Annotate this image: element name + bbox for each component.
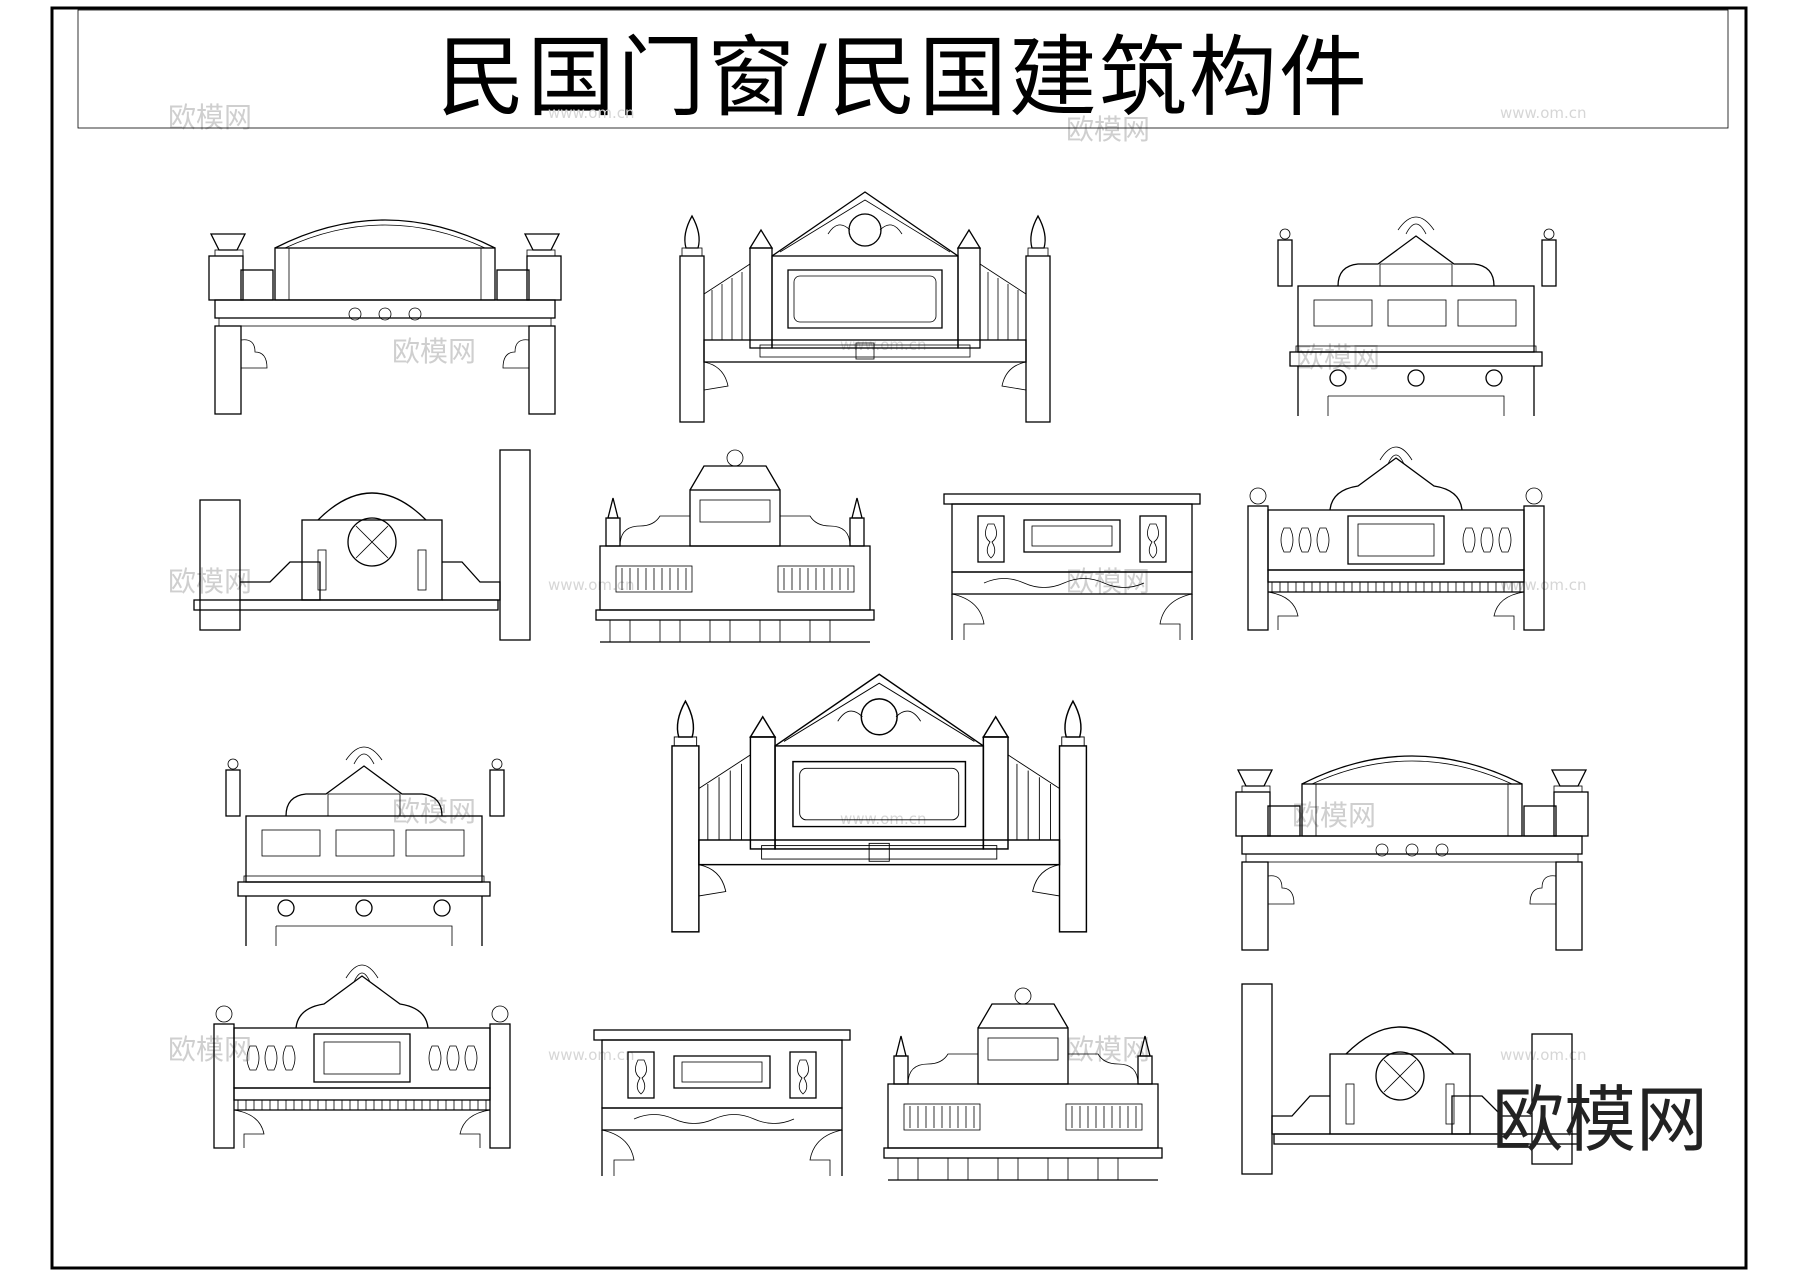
pediment-bench-drawing <box>671 673 1088 933</box>
site-logo: 欧模网 <box>1491 1078 1708 1162</box>
scroll-crest-bench-drawing <box>595 449 875 643</box>
title-band <box>77 9 1729 129</box>
drawing-title: 民国门窗/民国建筑构件 <box>437 26 1369 129</box>
shell-crest-panel-drawing <box>1277 216 1557 417</box>
baluster-bench-drawing <box>1247 446 1545 631</box>
cabinet-drawing <box>943 493 1201 641</box>
outer-border <box>50 6 1748 1270</box>
pediment-bench-drawing <box>679 191 1051 423</box>
shell-crest-panel-drawing <box>225 746 505 947</box>
arch-bench-drawing <box>208 219 562 415</box>
baluster-bench-drawing <box>213 964 511 1149</box>
cabinet-drawing <box>593 1029 851 1177</box>
arch-bench-drawing <box>1235 755 1589 951</box>
round-window-gate-drawing <box>193 449 531 641</box>
scroll-crest-bench-drawing <box>883 987 1163 1181</box>
